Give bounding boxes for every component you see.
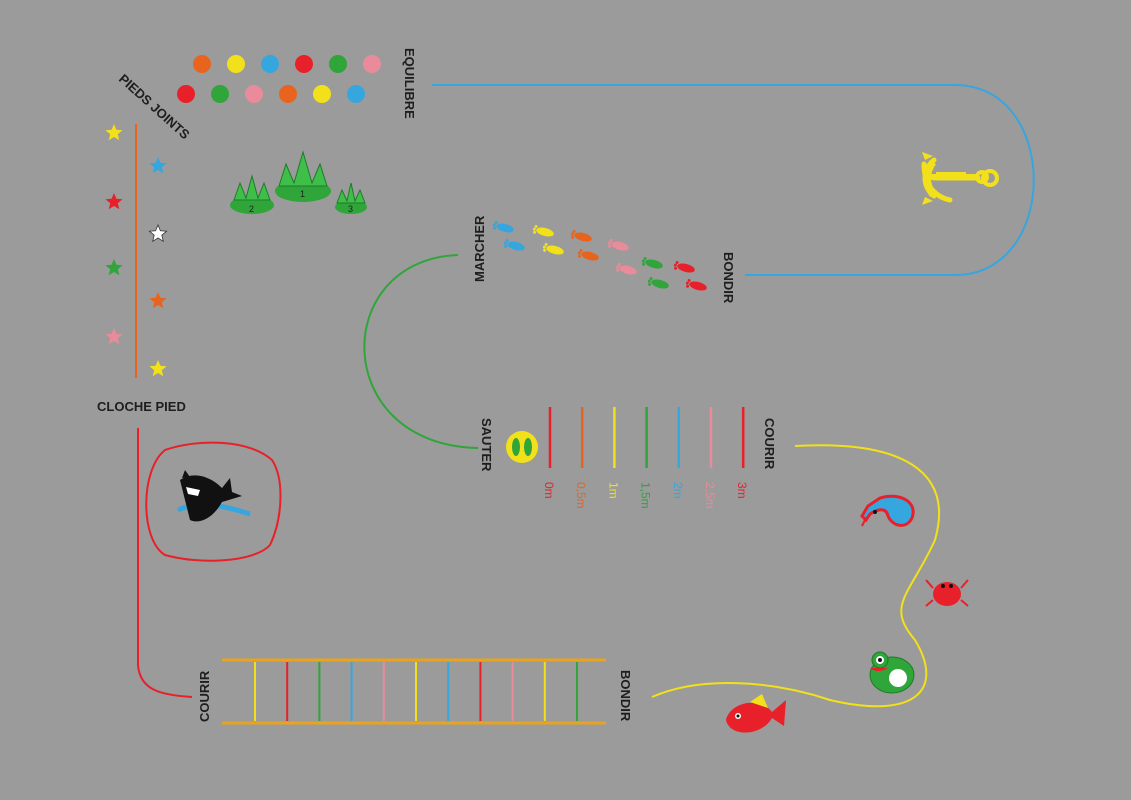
bush-number-3: 3 <box>348 204 353 214</box>
balance-dot <box>363 55 381 73</box>
label-courir-right: COURIR <box>762 418 777 470</box>
balance-dot <box>313 85 331 103</box>
balance-dot <box>295 55 313 73</box>
label-cloche-pied: CLOCHE PIED <box>97 399 186 414</box>
footprints-icon <box>492 221 707 291</box>
distance-label: 0m <box>542 482 556 499</box>
star-marker <box>148 223 168 243</box>
star-marker <box>105 124 123 141</box>
footprint <box>570 230 592 242</box>
balance-dot <box>211 85 229 103</box>
dots-row-top <box>193 55 381 73</box>
star-marker <box>105 259 123 276</box>
label-bondir-top: BONDIR <box>721 252 736 304</box>
dots-row-bottom <box>177 85 365 103</box>
star-marker <box>105 193 123 210</box>
shark-pool <box>145 441 282 562</box>
balance-dot <box>329 55 347 73</box>
distance-label: 2m <box>671 482 685 499</box>
path-red <box>137 428 193 698</box>
footprint <box>615 263 637 275</box>
bush-number-1: 1 <box>300 189 305 199</box>
label-marcher: MARCHER <box>472 215 487 282</box>
balance-dot <box>279 85 297 103</box>
footprint <box>503 239 525 251</box>
balance-dot <box>347 85 365 103</box>
label-equilibre: EQUILIBRE <box>402 48 417 119</box>
anchor-shape <box>922 152 989 205</box>
path-green <box>363 254 479 449</box>
distance-label: 0,5m <box>574 482 588 509</box>
balance-dot <box>193 55 211 73</box>
balance-dot <box>227 55 245 73</box>
star-marker <box>149 292 167 309</box>
stars-right-column <box>148 157 168 377</box>
footprint <box>492 221 514 233</box>
footprint <box>607 239 629 251</box>
label-bondir-bottom: BONDIR <box>618 670 633 722</box>
footprint <box>685 279 707 291</box>
footprint <box>673 261 695 273</box>
distance-label: 2,5m <box>703 482 717 509</box>
footprint <box>647 277 669 289</box>
bush-2: 2 <box>230 174 274 214</box>
distance-label: 1,5m <box>639 482 653 509</box>
balance-dot <box>261 55 279 73</box>
footprint <box>641 257 663 269</box>
jump-distance-lines: 0m 0,5m 1m 1,5m 2m 2,5m 3m <box>542 407 749 509</box>
footprint <box>542 243 564 255</box>
seahorse-icon <box>860 494 915 527</box>
label-courir-bottom: COURIR <box>197 670 212 722</box>
star-marker <box>105 328 123 345</box>
path-yellow <box>651 444 941 708</box>
star-marker <box>149 360 167 377</box>
fish-icon <box>726 694 786 733</box>
shark-icon <box>176 470 251 522</box>
ladder-rungs <box>254 662 578 721</box>
distance-label: 3m <box>735 482 749 499</box>
path-blue <box>432 84 1035 276</box>
label-sauter: SAUTER <box>479 418 494 472</box>
stars-left-column <box>105 124 123 345</box>
frog-icon <box>869 651 915 694</box>
bush-1: 1 <box>275 150 331 202</box>
balance-dot <box>177 85 195 103</box>
distance-label: 1m <box>606 482 620 499</box>
star-marker <box>149 157 167 174</box>
footprint <box>532 225 554 237</box>
bush-number-2: 2 <box>249 204 254 214</box>
balance-dot <box>245 85 263 103</box>
crab-icon <box>925 579 969 607</box>
bush-3: 3 <box>335 182 367 214</box>
jump-start-icon <box>506 431 538 463</box>
footprint <box>577 249 599 261</box>
